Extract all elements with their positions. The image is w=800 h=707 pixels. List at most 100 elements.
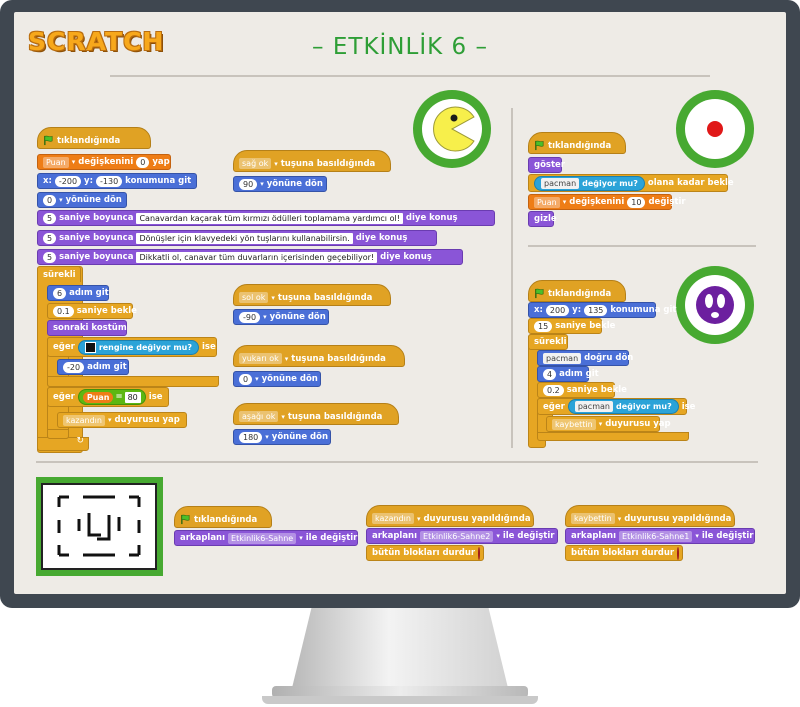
key-left-point-block[interactable]: -90▾ yönüne dön	[233, 309, 329, 325]
ghost-move-input[interactable]: 4	[543, 368, 557, 380]
broadcast-win-dropdown[interactable]: kazandın	[63, 414, 105, 426]
green-flag-icon	[535, 140, 544, 151]
key-up-dropdown[interactable]: yukarı ok	[239, 353, 282, 364]
show-block[interactable]: göster	[528, 157, 565, 173]
key-right-direction[interactable]: 90	[239, 178, 258, 190]
key-right-dropdown[interactable]: sağ ok	[239, 158, 272, 169]
set-variable-value[interactable]: 0	[136, 156, 150, 168]
goal-flag-hat[interactable]: tıklandığında	[528, 132, 626, 154]
change-score-value[interactable]: 10	[627, 196, 646, 208]
key-down-dropdown[interactable]: aşağı ok	[239, 411, 279, 422]
stage-flag-hat[interactable]: tıklandığında	[174, 506, 272, 528]
ghost-wait-input[interactable]: 15	[534, 320, 553, 332]
touching-pacman-dropdown[interactable]: pacman	[541, 177, 580, 189]
say2-secs[interactable]: 5	[43, 232, 57, 244]
say1-text[interactable]: Canavardan kaçarak tüm kırmızı ödülleri …	[136, 212, 403, 224]
say-block-3[interactable]: 5 saniye boyunca Dikkatli ol, canavar tü…	[37, 249, 463, 265]
key-down-hat[interactable]: aşağı ok▾ tuşuna basıldığında	[233, 403, 399, 425]
key-down-direction[interactable]: 180	[239, 431, 263, 443]
point-direction-input[interactable]: 0	[43, 194, 57, 206]
key-right-hat[interactable]: sağ ok▾ tuşuna basıldığında	[233, 150, 391, 172]
key-up-post: yönüne dön	[261, 374, 318, 384]
say2-text[interactable]: Dönüşler için klavyedeki yön tuşlarını k…	[136, 232, 353, 244]
key-up-hat[interactable]: yukarı ok▾ tuşuna basıldığında	[233, 345, 405, 367]
win-backdrop-dropdown[interactable]: Etkinlik6-Sahne2	[420, 530, 494, 542]
point-direction-post: yönüne dön	[65, 195, 122, 205]
point-towards-block[interactable]: pacman doğru dön	[537, 350, 633, 366]
goto-y-input[interactable]: -130	[96, 175, 123, 187]
vertical-divider	[511, 108, 513, 448]
wait-input[interactable]: 0.1	[53, 305, 74, 317]
move-back-input[interactable]: -20	[63, 361, 85, 373]
lose-backdrop-dropdown[interactable]: Etkinlik6-Sahne1	[619, 530, 693, 542]
point-towards-dropdown[interactable]: pacman	[543, 352, 582, 364]
color-swatch-icon[interactable]	[84, 341, 96, 353]
ghost-wait-block[interactable]: 15 saniye bekle	[528, 318, 615, 334]
say-block-1[interactable]: 5 saniye boyunca Canavardan kaçarak tüm …	[37, 210, 495, 226]
ghost-goto-block[interactable]: x: 200 y: 135 konumuna git	[528, 302, 677, 318]
maze-icon	[57, 495, 141, 557]
broadcast-lose-post: duyurusu yap	[605, 419, 671, 429]
if2-pre: eğer	[53, 392, 75, 402]
when-win-received-hat[interactable]: kazandın▾ duyurusu yapıldığında	[366, 505, 534, 527]
broadcast-lose-block[interactable]: kaybettin▾ duyurusu yap	[546, 416, 671, 432]
say1-secs[interactable]: 5	[43, 212, 57, 224]
ghost-wait2-input[interactable]: 0.2	[543, 384, 564, 396]
bottom-divider	[36, 461, 758, 463]
point-direction-block[interactable]: 0▾ yönüne dön	[37, 192, 127, 208]
say3-secs[interactable]: 5	[43, 251, 57, 263]
key-left-direction[interactable]: -90	[239, 311, 261, 323]
next-costume-block[interactable]: sonraki kostüm	[47, 320, 127, 336]
variable-dropdown[interactable]: Puan	[43, 156, 69, 168]
lose-backdrop-block[interactable]: arkaplanı Etkinlik6-Sahne1▾ ile değiştir	[565, 528, 755, 544]
key-left-dropdown[interactable]: sol ok	[239, 292, 269, 303]
ghost-goto-post: konumuna git	[610, 305, 677, 315]
wait-block[interactable]: 0.1 saniye bekle	[47, 303, 137, 319]
win-stop-all-block[interactable]: bütün blokları durdur	[366, 545, 484, 561]
win-backdrop-block[interactable]: arkaplanı Etkinlik6-Sahne2▾ ile değiştir	[366, 528, 558, 544]
touching-pacman-sensor[interactable]: pacman değiyor mu?	[534, 175, 645, 191]
lose-backdrop-post: ile değiştir	[701, 531, 754, 541]
when-lose-dropdown[interactable]: kaybettin	[571, 513, 615, 524]
ghost-if-header: eğer pacman değiyor mu? ise	[537, 398, 695, 415]
key-right-point-block[interactable]: 90▾ yönüne dön	[233, 176, 327, 192]
equals-operator[interactable]: Puan = 80	[77, 389, 146, 405]
flag-hat-block[interactable]: tıklandığında	[37, 127, 151, 149]
broadcast-win-block[interactable]: kazandın▾ duyurusu yap	[57, 412, 187, 428]
touching-color-sensor[interactable]: rengine değiyor mu?	[77, 339, 199, 355]
hide-block[interactable]: gizle	[528, 211, 557, 227]
score-variable[interactable]: Puan	[82, 391, 114, 403]
lose-stop-all-block[interactable]: bütün blokları durdur	[565, 545, 683, 561]
say-block-2[interactable]: 5 saniye boyunca Dönüşler için klavyedek…	[37, 230, 437, 246]
move-steps-block[interactable]: 6 adım git	[47, 285, 109, 301]
move-back-block[interactable]: -20 adım git	[57, 359, 129, 375]
key-left-hat[interactable]: sol ok▾ tuşuna basıldığında	[233, 284, 391, 306]
goto-x-input[interactable]: -200	[54, 175, 82, 187]
switch-backdrop-dropdown[interactable]: Etkinlik6-Sahne	[228, 532, 297, 544]
wait-until-post: olana kadar bekle	[647, 178, 734, 188]
switch-backdrop-block[interactable]: arkaplanı Etkinlik6-Sahne▾ ile değiştir	[174, 530, 358, 546]
ghost-touching-dropdown[interactable]: pacman	[574, 401, 613, 412]
say3-text[interactable]: Dikkatli ol, canavar tüm duvarların içer…	[136, 251, 378, 263]
key-up-point-block[interactable]: 0▾ yönüne dön	[233, 371, 321, 387]
ghost-touching-sensor[interactable]: pacman değiyor mu?	[567, 399, 679, 414]
change-score-variable[interactable]: Puan	[534, 196, 560, 208]
ghost-goto-y[interactable]: 135	[584, 304, 608, 316]
broadcast-lose-dropdown[interactable]: kaybettin	[552, 418, 596, 430]
ghost-flag-hat[interactable]: tıklandığında	[528, 280, 626, 302]
change-score-block[interactable]: Puan▾ değişkenini 10 değiştir	[528, 194, 686, 210]
when-lose-received-hat[interactable]: kaybettin▾ duyurusu yapıldığında	[565, 505, 735, 527]
move-steps-input[interactable]: 6	[53, 287, 67, 299]
ghost-move-block[interactable]: 4 adım git	[537, 366, 599, 382]
score-target[interactable]: 80	[124, 391, 141, 403]
ghost-goto-x[interactable]: 200	[545, 304, 570, 316]
goto-xy-block[interactable]: x: -200 y: -130 konumuna git	[37, 173, 197, 189]
key-up-direction[interactable]: 0	[239, 373, 253, 385]
ghost-wait2-post: saniye bekle	[566, 385, 627, 395]
when-win-dropdown[interactable]: kazandın	[372, 513, 414, 524]
key-down-point-block[interactable]: 180▾ yönüne dön	[233, 429, 331, 445]
set-variable-block[interactable]: Puan▾ değişkenini 0 yap	[37, 154, 171, 170]
ghost-wait2-block[interactable]: 0.2 saniye bekle	[537, 382, 627, 398]
wait-until-block[interactable]: pacman değiyor mu? olana kadar bekle	[528, 174, 734, 192]
goto-y-label: y:	[84, 176, 93, 186]
